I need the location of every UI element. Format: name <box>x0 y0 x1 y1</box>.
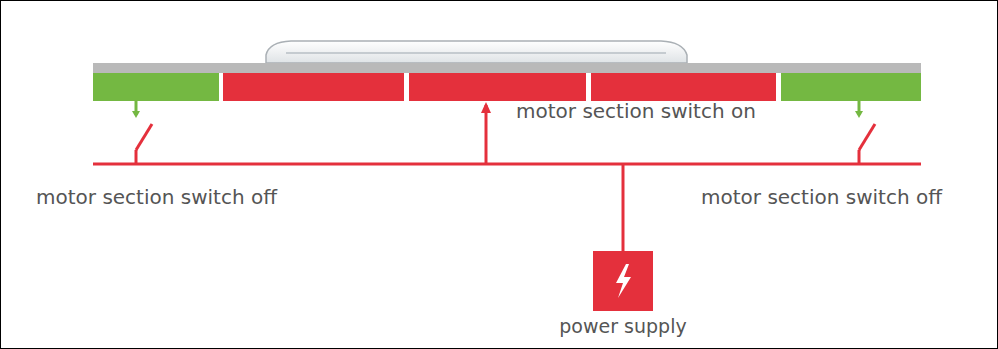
switch-post <box>858 150 861 164</box>
train-window-line <box>286 52 666 54</box>
feed-tip <box>132 111 140 118</box>
motor-section-off <box>93 73 219 101</box>
switch-post <box>135 150 138 164</box>
label-text: motor section switch off <box>36 185 277 209</box>
node-text: power supply <box>553 315 692 337</box>
supply-line <box>622 164 625 251</box>
motor-section-on <box>223 73 404 101</box>
power-supply-box: power supply <box>553 251 692 337</box>
switch-label: motor section switch off <box>36 185 277 209</box>
feed-tip <box>855 111 863 118</box>
switch-contact <box>481 102 491 113</box>
switch-label: motor section switch off <box>701 185 942 209</box>
motor-section-on <box>591 73 776 101</box>
lightning-bolt <box>616 264 631 298</box>
motor-section-on <box>409 73 586 101</box>
label-text: motor section switch on <box>516 99 756 123</box>
guideway-rail <box>93 63 921 73</box>
closed-switch <box>485 105 488 164</box>
open-switch <box>136 124 152 150</box>
label-text: motor section switch off <box>701 185 942 209</box>
open-switch <box>859 124 875 150</box>
switch-label: motor section switch on <box>516 99 756 123</box>
power-bus <box>93 163 921 166</box>
power-symbol <box>593 251 653 311</box>
motor-section-off <box>781 73 921 101</box>
supply-square <box>593 251 653 311</box>
train-body <box>266 41 687 63</box>
